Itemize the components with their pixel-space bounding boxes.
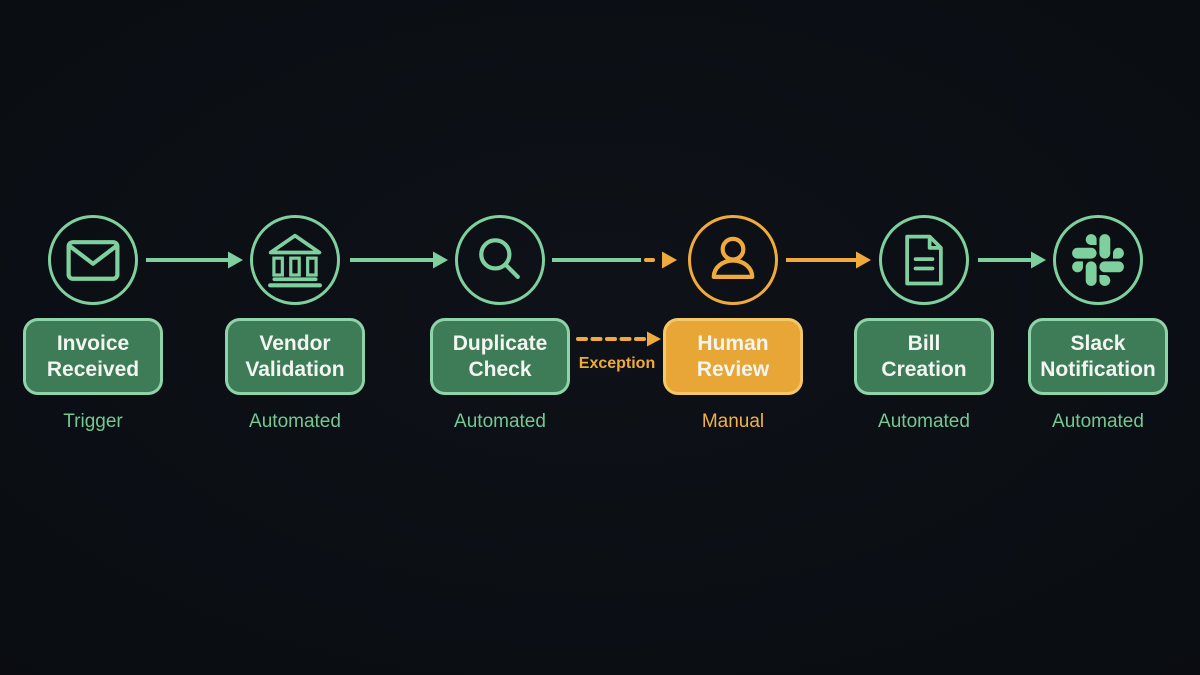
workflow-step-human-review: Human Review Manual (648, 215, 818, 433)
workflow-step-bill-creation: Bill Creation Automated (839, 215, 1009, 433)
workflow-step-slack-notification: Slack Notification Automated (1013, 215, 1183, 433)
envelope-icon (66, 240, 120, 281)
step-circle (455, 215, 545, 305)
edge-duplicate-to-human (552, 251, 677, 269)
workflow-step-invoice-received: Invoice Received Trigger (8, 215, 178, 433)
slack-icon (1072, 234, 1124, 286)
step-status: Automated (1052, 411, 1144, 432)
step-circle (1053, 215, 1143, 305)
step-circle (250, 215, 340, 305)
step-box: Invoice Received (23, 318, 163, 395)
edge-exception-dashed (576, 331, 661, 347)
step-circle (688, 215, 778, 305)
document-icon (905, 234, 943, 286)
edge-human-to-bill (786, 251, 871, 269)
person-icon (711, 236, 755, 279)
workflow-step-vendor-validation: Vendor Validation Automated (210, 215, 380, 433)
step-status: Automated (249, 411, 341, 432)
step-box: Vendor Validation (225, 318, 365, 395)
search-icon (479, 238, 520, 279)
step-status: Manual (701, 411, 765, 432)
workflow-step-duplicate-check: Duplicate Check Automated (415, 215, 585, 433)
step-status: Automated (878, 411, 970, 432)
edge-bill-to-slack (978, 251, 1046, 269)
edge-vendor-to-duplicate (350, 251, 448, 269)
step-status: Automated (454, 411, 546, 432)
step-box: Human Review (663, 318, 803, 395)
step-circle (48, 215, 138, 305)
step-status: Trigger (63, 411, 123, 432)
step-box: Duplicate Check (430, 318, 570, 395)
edge-invoice-to-vendor (146, 251, 243, 269)
step-circle (879, 215, 969, 305)
step-box: Slack Notification (1028, 318, 1168, 395)
exception-edge-label: Exception (578, 355, 656, 372)
bank-icon (268, 233, 322, 288)
step-box: Bill Creation (854, 318, 994, 395)
